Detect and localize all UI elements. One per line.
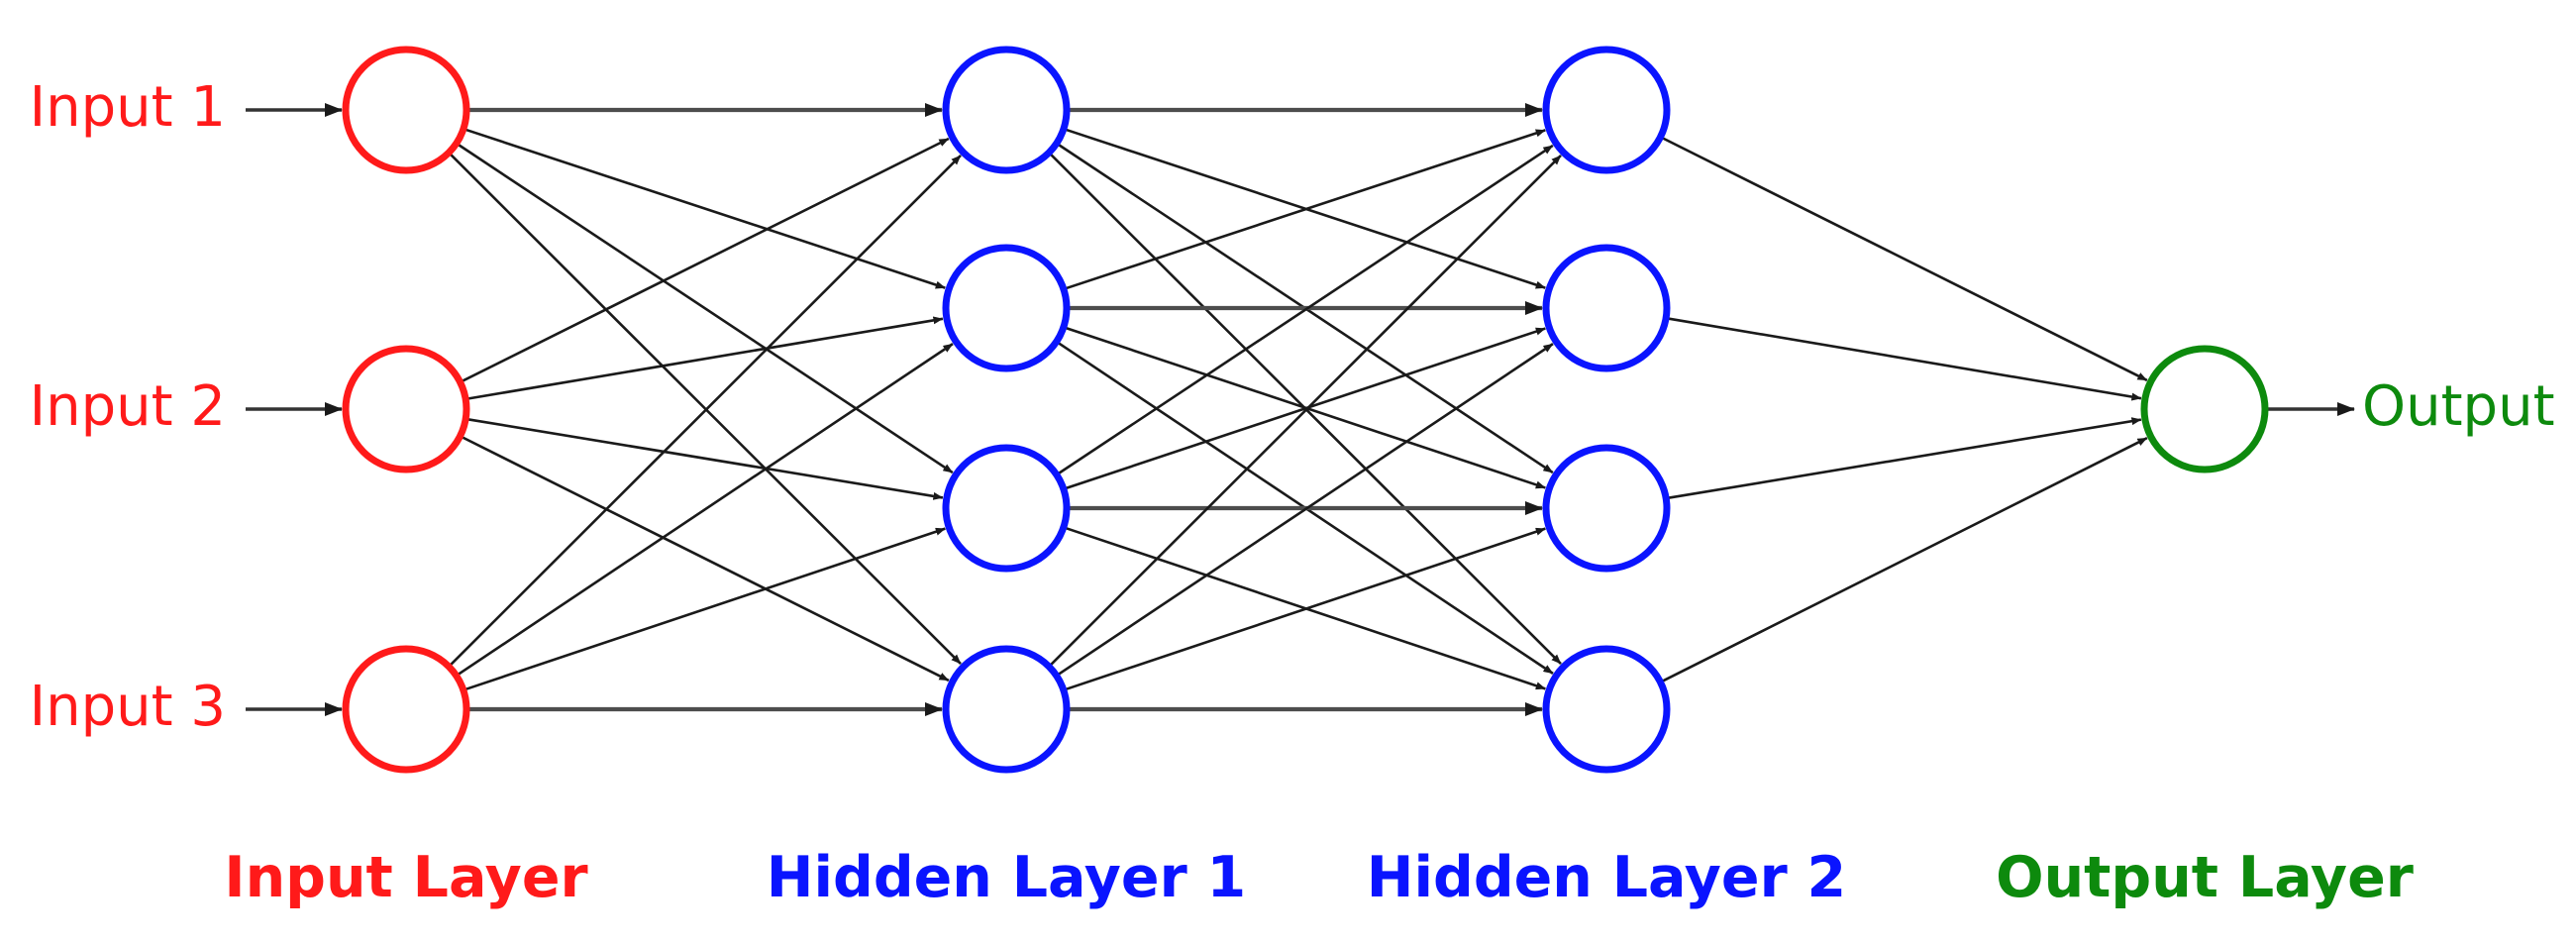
node-hidden-2-4 xyxy=(1542,645,1671,774)
node-hidden-1-4 xyxy=(942,645,1071,774)
layer-title-input: Input Layer xyxy=(224,845,587,910)
input-label-2: Input 2 xyxy=(30,374,226,439)
edge-l2-0-to-l3-0 xyxy=(1662,137,2148,382)
edge-l0-0-to-l1-2 xyxy=(458,144,954,474)
node-input-3 xyxy=(342,645,470,774)
input-label-1: Input 1 xyxy=(30,75,226,140)
input-label-3: Input 3 xyxy=(30,675,226,739)
edge-l0-2-to-l1-0 xyxy=(450,155,962,666)
edge-l0-2-to-l1-1 xyxy=(458,343,954,676)
edge-l1-1-to-l2-0 xyxy=(1066,129,1546,290)
edge-l0-1-to-l1-3 xyxy=(462,436,950,683)
layer-title-hidden-1: Hidden Layer 1 xyxy=(767,845,1246,910)
node-input-1 xyxy=(342,46,470,174)
edge-l2-1-to-l3-0 xyxy=(1668,317,2142,401)
node-hidden-2-1 xyxy=(1542,46,1671,174)
edge-l1-3-to-l2-1 xyxy=(1058,343,1554,676)
edge-l0-1-to-l1-2 xyxy=(467,418,944,500)
connections xyxy=(450,103,2148,716)
node-hidden-2-2 xyxy=(1542,244,1671,372)
layer-title-hidden-2: Hidden Layer 2 xyxy=(1367,845,1846,910)
edge-l0-0-to-l1-1 xyxy=(465,128,946,289)
node-hidden-1-1 xyxy=(942,46,1071,174)
edge-l1-3-to-l2-2 xyxy=(1066,527,1546,690)
neurons xyxy=(342,46,2269,774)
node-hidden-1-3 xyxy=(942,444,1071,573)
edge-l1-2-to-l2-0 xyxy=(1058,144,1554,474)
edge-l2-2-to-l3-0 xyxy=(1668,417,2142,499)
edge-l0-1-to-l1-1 xyxy=(467,316,944,400)
node-input-2 xyxy=(342,345,470,473)
edge-l0-1-to-l1-0 xyxy=(462,137,950,382)
layer-title-output: Output Layer xyxy=(1996,845,2414,910)
edge-l2-3-to-l3-0 xyxy=(1662,436,2148,683)
output-label: Output xyxy=(2362,374,2555,439)
node-hidden-1-2 xyxy=(942,244,1071,372)
edge-l0-2-to-l1-2 xyxy=(465,527,946,690)
node-output-1 xyxy=(2140,345,2269,473)
edge-l1-3-to-l2-0 xyxy=(1050,155,1562,666)
input-output-arrows xyxy=(246,103,2355,716)
node-hidden-2-3 xyxy=(1542,444,1671,573)
